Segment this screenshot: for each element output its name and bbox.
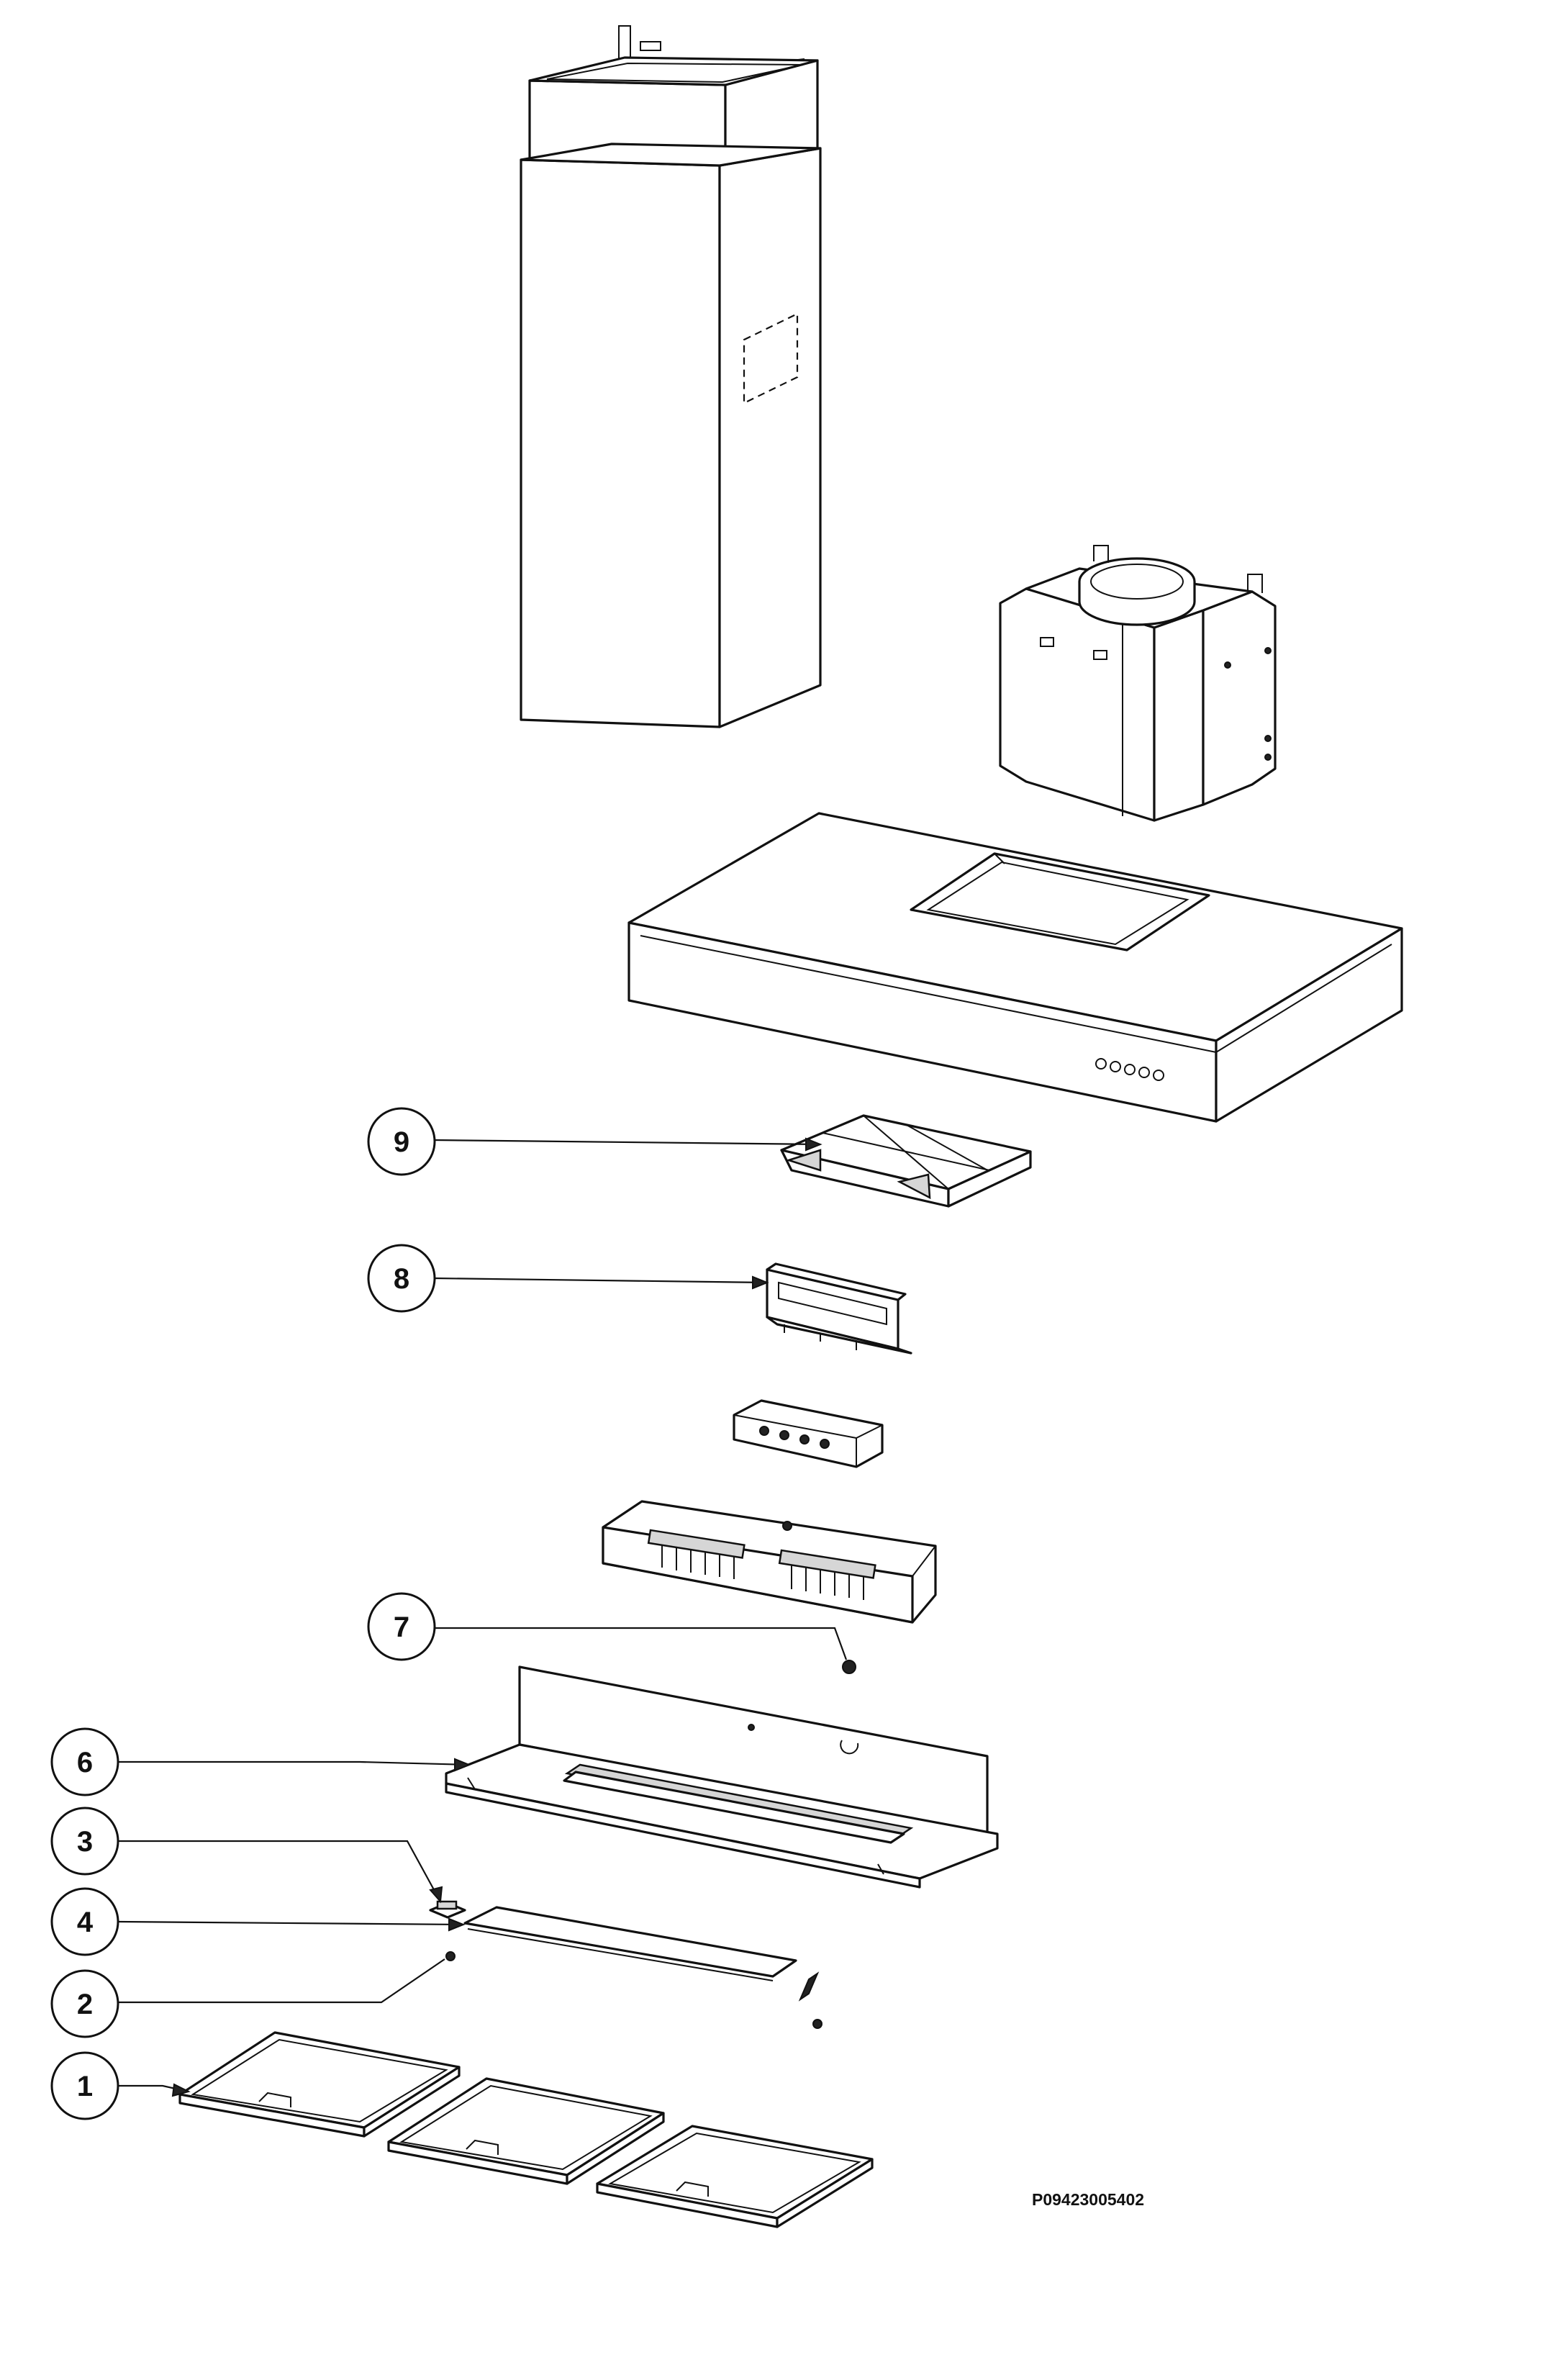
hood-canopy bbox=[627, 812, 1403, 1123]
callout-7-label: 7 bbox=[394, 1611, 409, 1643]
light-module bbox=[602, 1500, 937, 1624]
callout-8: 8 bbox=[367, 1244, 436, 1313]
grease-filter bbox=[596, 2125, 874, 2228]
callout-1: 1 bbox=[50, 2051, 119, 2120]
callout-9: 9 bbox=[367, 1107, 436, 1176]
screw bbox=[842, 1660, 856, 1674]
glass-strip bbox=[463, 1906, 797, 1981]
grease-filter bbox=[178, 2031, 461, 2138]
inner-panel bbox=[445, 1665, 999, 1889]
callout-6: 6 bbox=[50, 1727, 119, 1796]
drawing-code: P09423005402 bbox=[1032, 2190, 1144, 2209]
callout-7: 7 bbox=[367, 1592, 436, 1661]
callout-6-label: 6 bbox=[77, 1747, 93, 1778]
callout-3-label: 3 bbox=[77, 1826, 93, 1858]
grease-filter bbox=[387, 2077, 665, 2185]
charcoal-filter bbox=[780, 1114, 1032, 1208]
callout-8-label: 8 bbox=[394, 1263, 409, 1295]
callout-4-label: 4 bbox=[77, 1907, 94, 1938]
callout-1-label: 1 bbox=[77, 2071, 93, 2102]
motor-housing bbox=[999, 545, 1277, 822]
callout-2: 2 bbox=[50, 1969, 119, 2038]
clip bbox=[429, 1900, 466, 1919]
fastener bbox=[445, 1951, 822, 2029]
callout-9-label: 9 bbox=[394, 1126, 409, 1158]
control-switch-module bbox=[733, 1399, 884, 1468]
chimney-duct-cover bbox=[520, 25, 822, 728]
callout-2-label: 2 bbox=[77, 1989, 93, 2020]
leader-lines bbox=[117, 1137, 848, 2097]
filter-bracket bbox=[766, 1262, 912, 1355]
callout-3: 3 bbox=[50, 1807, 119, 1876]
callout-4: 4 bbox=[50, 1887, 119, 1956]
